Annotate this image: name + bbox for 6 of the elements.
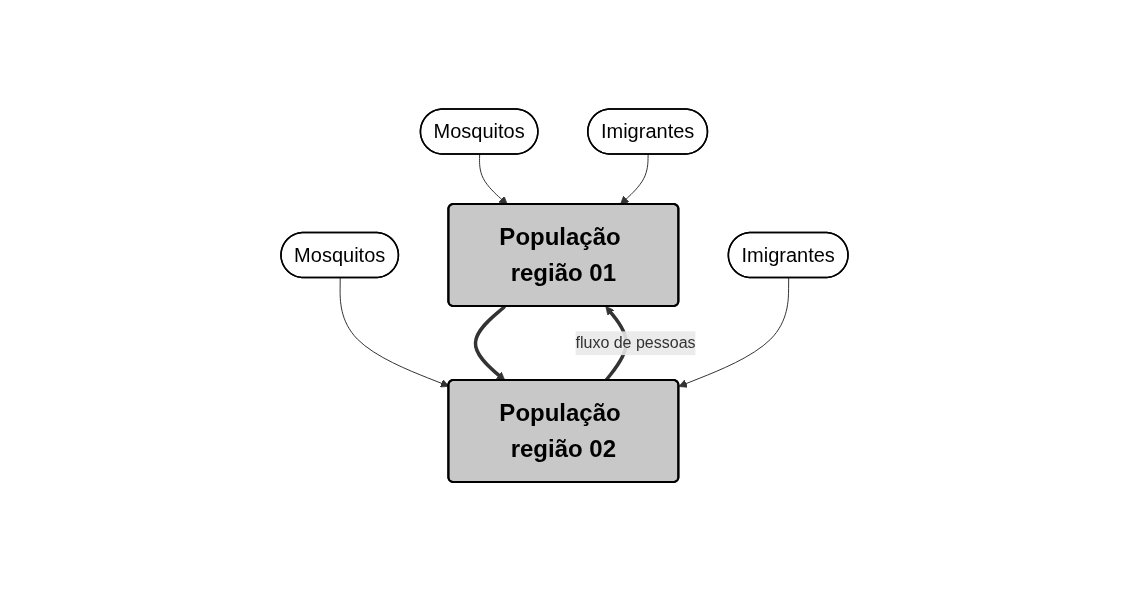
arrow xyxy=(473,305,506,381)
edge-label: fluxo de pessoas xyxy=(574,334,696,352)
arrow xyxy=(678,277,789,388)
arrow xyxy=(478,154,508,205)
arrow xyxy=(339,277,449,388)
arrow xyxy=(619,154,649,205)
